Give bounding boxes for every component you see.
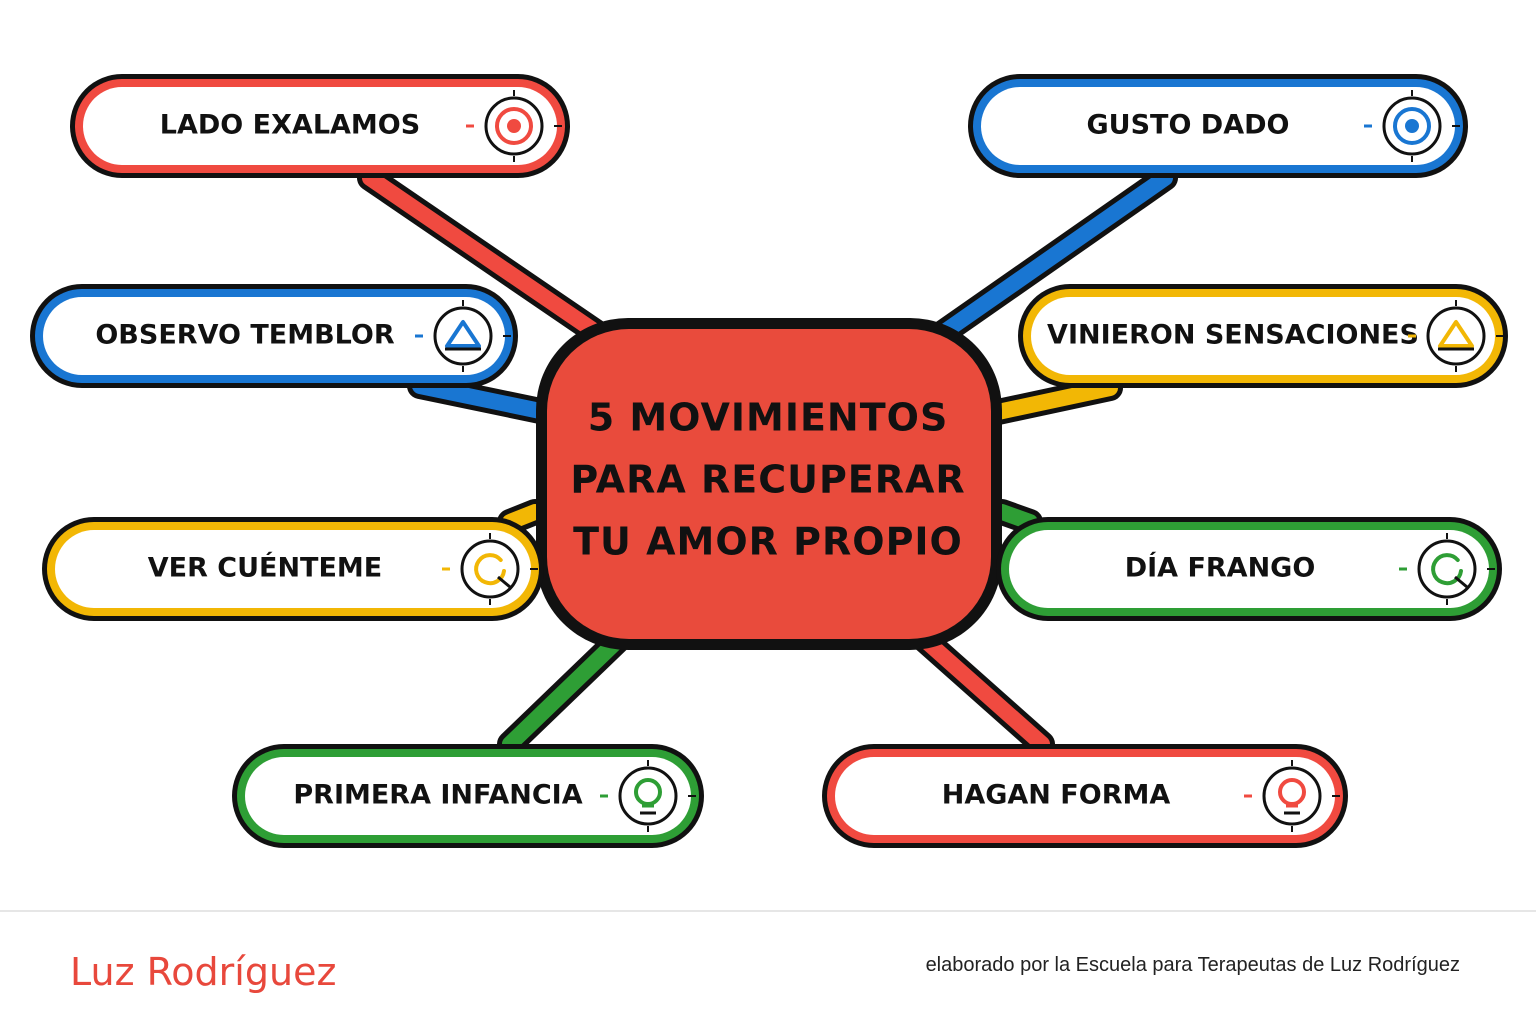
node-primera-infancia: PRIMERA INFANCIA <box>232 744 704 848</box>
node-vinieron-sensaciones: VINIERON SENSACIONES <box>1018 284 1508 388</box>
node-label-primera-infancia: PRIMERA INFANCIA <box>293 780 582 811</box>
triangle-icon <box>415 300 511 372</box>
center-node: 5 MOVIMIENTOS PARA RECUPERAR TU AMOR PROPI… <box>536 318 1002 650</box>
target-icon <box>466 90 562 162</box>
lightbulb-icon <box>1244 760 1340 832</box>
connector-vinieron-sensaciones <box>985 375 1123 425</box>
node-label-lado-exalamos: LADO EXALAMOS <box>160 110 420 141</box>
center-title-line-1: 5 MOVIMIENTOS <box>588 396 949 440</box>
branch-nodes: LADO EXALAMOS GUSTO DADO OBSERVO TEMBLOR VI… <box>30 74 1508 848</box>
connector-dia-frango <box>989 499 1043 535</box>
node-label-gusto-dado: GUSTO DADO <box>1087 110 1290 141</box>
node-observo-temblor: OBSERVO TEMBLOR <box>30 284 518 388</box>
footer-divider <box>0 910 1536 912</box>
triangle-icon <box>1408 300 1504 372</box>
node-label-hagan-forma: HAGAN FORMA <box>942 780 1171 811</box>
node-dia-frango: DÍA FRANGO <box>996 517 1502 621</box>
connector-lado-exalamos <box>357 165 613 348</box>
connector-ver-cuenteme <box>497 499 548 535</box>
node-label-vinieron-sensaciones: VINIERON SENSACIONES <box>1047 320 1419 351</box>
refresh-icon <box>1399 533 1495 605</box>
connector-gusto-dado <box>927 165 1178 348</box>
node-label-observo-temblor: OBSERVO TEMBLOR <box>95 320 394 351</box>
refresh-icon <box>442 533 538 605</box>
connectors <box>357 165 1178 757</box>
node-label-dia-frango: DÍA FRANGO <box>1125 552 1316 584</box>
node-ver-cuenteme: VER CUÉNTEME <box>42 517 544 621</box>
connector-hagan-forma <box>912 627 1055 757</box>
center-title-line-3: TU AMOR PROPIO <box>573 520 963 564</box>
center-title-line-2: PARA RECUPERAR <box>570 458 965 502</box>
lightbulb-icon <box>600 760 696 832</box>
target-icon <box>1364 90 1460 162</box>
connector-primera-infancia <box>497 627 631 757</box>
node-hagan-forma: HAGAN FORMA <box>822 744 1348 848</box>
author-signature: Luz Rodríguez <box>70 950 337 994</box>
node-lado-exalamos: LADO EXALAMOS <box>70 74 570 178</box>
credit-text: elaborado por la Escuela para Terapeutas… <box>925 954 1460 976</box>
connector-observo-temblor <box>407 373 558 425</box>
node-gusto-dado: GUSTO DADO <box>968 74 1468 178</box>
node-label-ver-cuenteme: VER CUÉNTEME <box>148 552 382 584</box>
